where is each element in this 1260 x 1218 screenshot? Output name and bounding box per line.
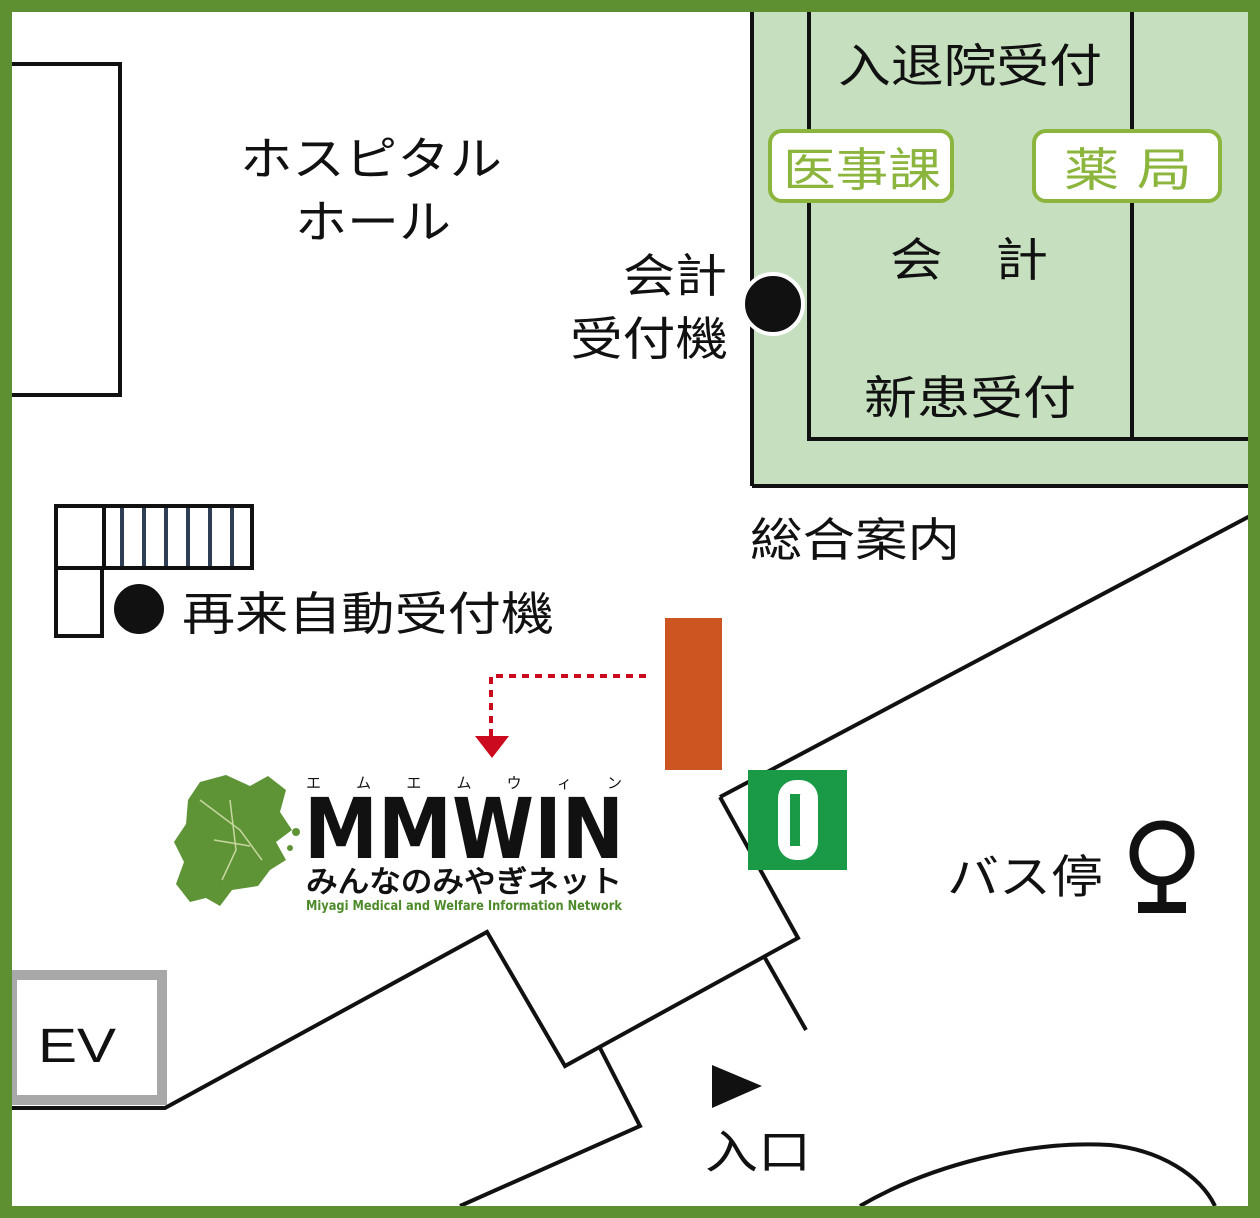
counter-area (752, 12, 1250, 486)
general-info-counter (665, 618, 722, 770)
mmwin-logo: エ ム エ ム ウ ィ ン MMWIN みんなのみやぎネット Miyagi Me… (174, 774, 624, 914)
bus-stop-icon (1129, 820, 1195, 913)
medical-affairs-badge (768, 129, 954, 203)
miyagi-map-lines (199, 799, 263, 881)
accounting-label: 会 計 (890, 233, 1048, 287)
elevator-label: EV (38, 1020, 116, 1073)
building-edge-line (12, 796, 801, 1110)
payment-machine-label-line2: 受付機 (570, 312, 728, 366)
payment-machine-label-line1: 会計 (623, 249, 727, 303)
hospital-hall-label-line1: ホスピタル (240, 132, 502, 186)
bus-loop-line (763, 957, 808, 1031)
guide-arrow-head-icon (475, 736, 509, 758)
bus-stop-label: バス停 (947, 850, 1103, 904)
revisit-machine-dot-icon (114, 584, 164, 634)
entrance-step-line (459, 1047, 643, 1208)
hospital-hall-box (12, 62, 122, 397)
logo-title: MMWIN (304, 780, 624, 878)
entrance-label: 入口 (705, 1125, 811, 1179)
entrance-arrow-icon (712, 1065, 762, 1108)
revisit-machine-block (54, 504, 254, 570)
hospital-hall-label-line2: ホール (295, 195, 451, 249)
medical-affairs-label: 医事課 (783, 143, 941, 197)
miyagi-map-icon (174, 775, 292, 906)
telephone-icon (748, 770, 847, 870)
pharmacy-badge (1032, 129, 1222, 203)
bus-lane-curve (858, 1142, 1217, 1208)
guide-arrow-line (489, 674, 646, 736)
general-info-label: 総合案内 (750, 513, 960, 567)
logo-english: Miyagi Medical and Welfare Information N… (306, 899, 622, 914)
miyagi-island-1 (292, 828, 300, 836)
revisit-machine-slots (120, 508, 234, 566)
payment-machine-dot-icon (741, 272, 805, 336)
logo-subtitle: みんなのみやぎネット (306, 865, 622, 900)
new-patient-desk-label: 新患受付 (864, 371, 1076, 425)
pharmacy-label: 薬 局 (1064, 143, 1192, 197)
walkway-upper-line (719, 514, 1251, 799)
miyagi-island-2 (287, 845, 293, 851)
admission-desk-label: 入退院受付 (838, 39, 1102, 93)
revisit-machine-side-box (54, 566, 104, 638)
revisit-machine-label: 再来自動受付機 (182, 587, 554, 641)
